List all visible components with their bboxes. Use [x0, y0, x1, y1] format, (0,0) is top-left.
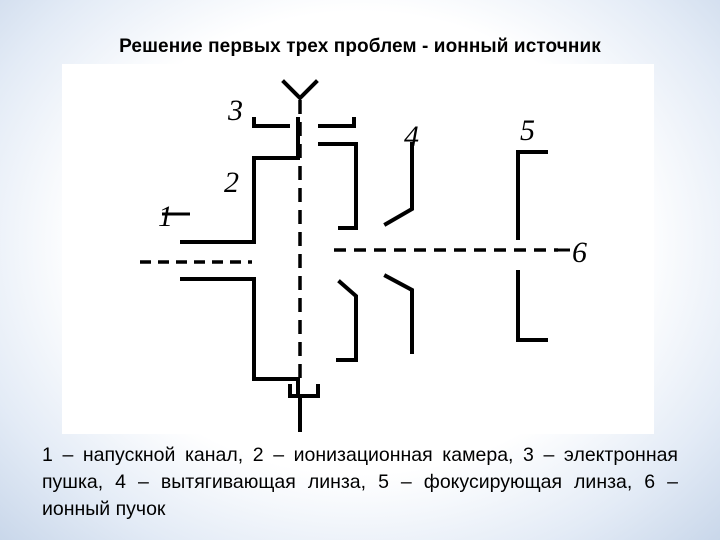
extraction-lens-upper — [383, 142, 414, 227]
focusing-lens-upper — [516, 150, 548, 240]
label-one: 1 — [158, 200, 173, 233]
ion-source-diagram: 3 2 1 4 5 6 — [62, 64, 654, 434]
electron-gun-top-left — [252, 117, 290, 128]
diagram-svg: 3 2 1 4 5 6 — [140, 79, 587, 432]
label-two: 2 — [224, 166, 239, 199]
label-four: 4 — [404, 120, 419, 153]
electron-gun-top-right — [318, 117, 356, 128]
inlet-channel-lower — [180, 277, 300, 396]
diagram-caption: 1 – напускной канал, 2 – ионизационная к… — [42, 444, 678, 520]
chamber-right-wall-lower — [336, 279, 358, 362]
electron-gun-bottom-cup — [288, 384, 320, 398]
focusing-lens-lower — [516, 270, 548, 342]
extraction-lens-lower — [383, 273, 414, 354]
label-five: 5 — [520, 114, 535, 147]
electron-gun-top-emitter — [281, 79, 319, 101]
label-six: 6 — [572, 236, 587, 269]
label-three: 3 — [227, 94, 243, 127]
inlet-channel-upper — [180, 117, 300, 244]
chamber-right-wall-upper — [318, 142, 358, 230]
slide-title: Решение первых трех проблем - ионный ист… — [119, 36, 601, 57]
